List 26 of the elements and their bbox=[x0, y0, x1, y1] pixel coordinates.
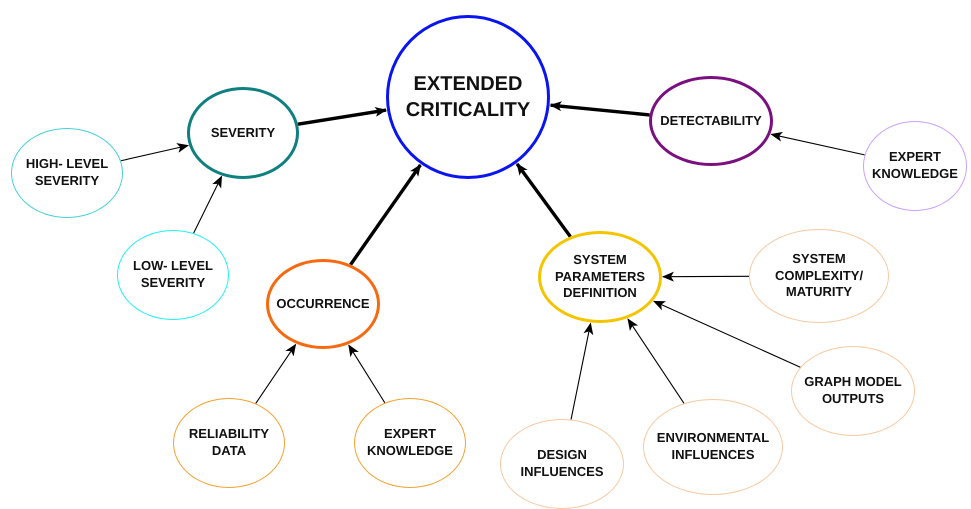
node-label: ENVIRONMENTAL INFLUENCES bbox=[656, 430, 770, 464]
node-label: SYSTEM COMPLEXITY/ MATURITY bbox=[774, 250, 864, 302]
arrow bbox=[348, 344, 386, 404]
arrow bbox=[653, 300, 801, 368]
arrow bbox=[298, 106, 388, 126]
arrow bbox=[193, 176, 222, 234]
node-label: EXTENDED CRITICALITY bbox=[404, 72, 532, 123]
arrow bbox=[550, 101, 650, 117]
arrow bbox=[770, 132, 865, 156]
node-label: SEVERITY bbox=[210, 124, 276, 142]
node-label: LOW- LEVEL SEVERITY bbox=[132, 258, 214, 292]
node-label: EXPERT KNOWLEDGE bbox=[366, 426, 454, 460]
node-label: OCCURRENCE bbox=[276, 296, 370, 312]
node-label: HIGH- LEVEL SEVERITY bbox=[24, 156, 110, 190]
node-label: SYSTEM PARAMETERS DEFINITION bbox=[554, 252, 646, 302]
arrow bbox=[255, 344, 296, 404]
arrow bbox=[662, 272, 749, 282]
node-label: RELIABILITY DATA bbox=[188, 426, 270, 460]
node-label: EXPERT KNOWLEDGE bbox=[871, 149, 959, 183]
arrow bbox=[570, 322, 594, 420]
arrow bbox=[120, 143, 190, 162]
node-label: GRAPH MODEL OUTPUTS bbox=[803, 374, 903, 408]
node-label: DETECTABILITY bbox=[660, 112, 762, 130]
arrow bbox=[349, 164, 422, 266]
arrow bbox=[627, 318, 684, 404]
node-label: DESIGN INFLUENCES bbox=[519, 447, 605, 481]
